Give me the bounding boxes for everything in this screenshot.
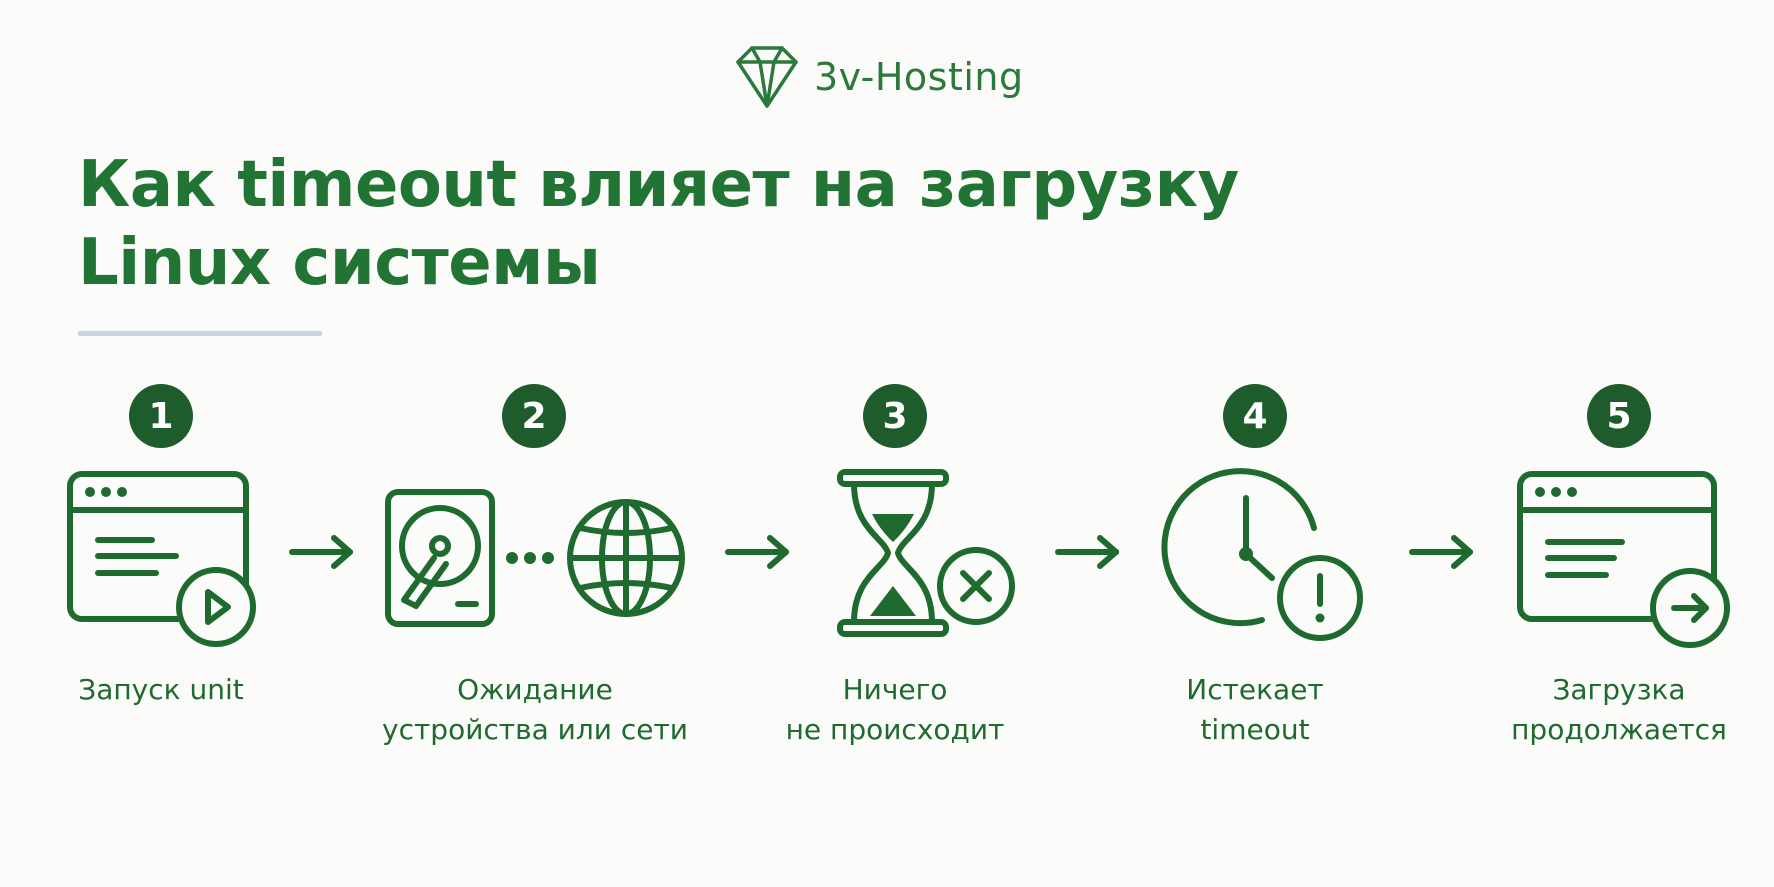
flow-arrow-3 — [1055, 535, 1119, 569]
step-4-label: Истекает timeout — [1150, 670, 1360, 750]
clock-alert-icon — [1161, 468, 1363, 641]
diamond-logo-icon — [736, 46, 798, 108]
step-3-label-line-1: Ничего — [842, 673, 948, 706]
step-5-label: Загрузка продолжается — [1486, 670, 1752, 750]
step-2-label: Ожидание устройства или сети — [350, 670, 720, 750]
disk-and-globe-icon — [385, 489, 685, 627]
hourglass-cancel-icon — [837, 469, 1015, 637]
step-3-badge: 3 — [863, 384, 927, 448]
title-line-1: Как timeout влияет на загрузку — [78, 148, 1239, 222]
step-3-label-line-2: не происходит — [785, 713, 1005, 746]
step-4-badge: 4 — [1223, 384, 1287, 448]
globe-icon — [567, 499, 685, 617]
step-1-label: Запуск unit — [56, 670, 266, 710]
page-title: Как timeout влияет на загрузку Linux сис… — [78, 146, 1478, 302]
flow-arrow-4 — [1409, 535, 1473, 569]
brand-name: 3v-Hosting — [814, 55, 1024, 99]
step-2-badge: 2 — [502, 384, 566, 448]
terminal-play-icon — [67, 471, 256, 647]
title-line-2: Linux системы — [78, 226, 601, 300]
title-divider — [78, 331, 322, 336]
step-1-badge: 1 — [129, 384, 193, 448]
step-4-label-line-2: timeout — [1200, 713, 1310, 746]
step-1-label-line-1: Запуск unit — [78, 673, 244, 706]
ellipsis-dots-icon — [506, 552, 554, 564]
brand-logo: 3v-Hosting — [730, 44, 1024, 110]
step-5-label-line-2: продолжается — [1511, 713, 1727, 746]
terminal-arrow-icon — [1517, 471, 1730, 648]
step-3-label: Ничего не происходит — [770, 670, 1020, 750]
step-2-label-line-1: Ожидание — [457, 673, 613, 706]
flow-arrow-1 — [289, 535, 353, 569]
step-2-label-line-2: устройства или сети — [382, 713, 688, 746]
step-4-label-line-1: Истекает — [1186, 673, 1324, 706]
hard-disk-icon — [385, 489, 495, 627]
step-5-label-line-1: Загрузка — [1552, 673, 1686, 706]
flow-arrow-2 — [725, 535, 789, 569]
step-5-badge: 5 — [1587, 384, 1651, 448]
